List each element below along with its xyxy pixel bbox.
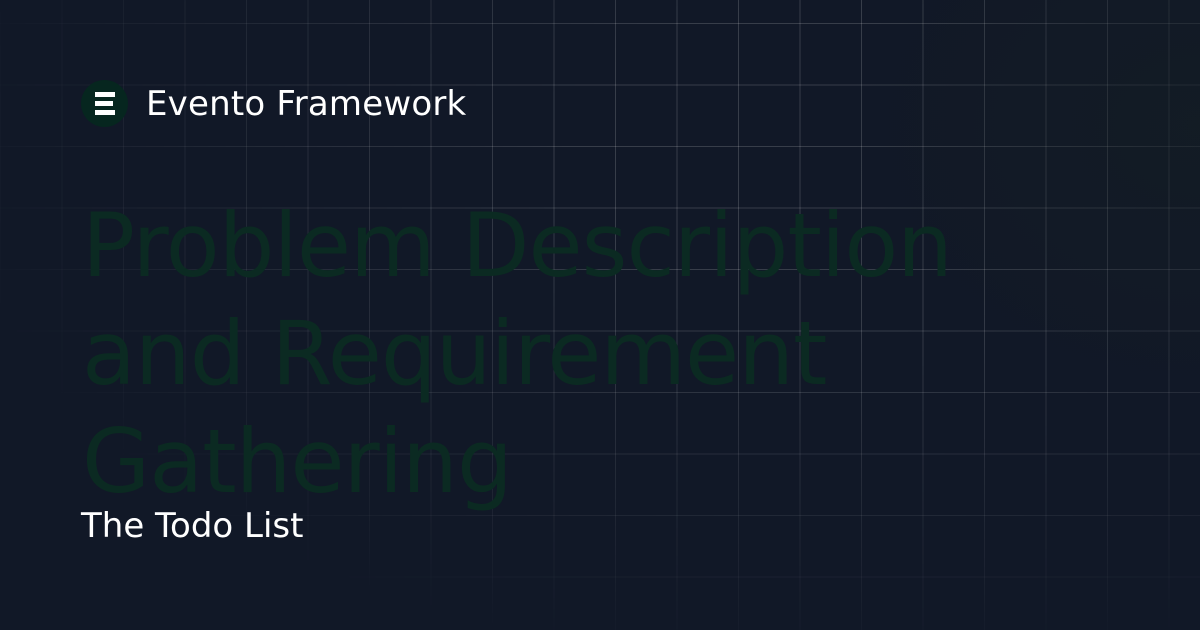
brand-name: Evento Framework [146,83,467,124]
brand: Evento Framework [81,80,466,127]
evento-logo-icon [81,80,128,127]
page-subtitle: The Todo List [81,506,304,546]
page-title: Problem Description and Requirement Gath… [82,194,953,513]
